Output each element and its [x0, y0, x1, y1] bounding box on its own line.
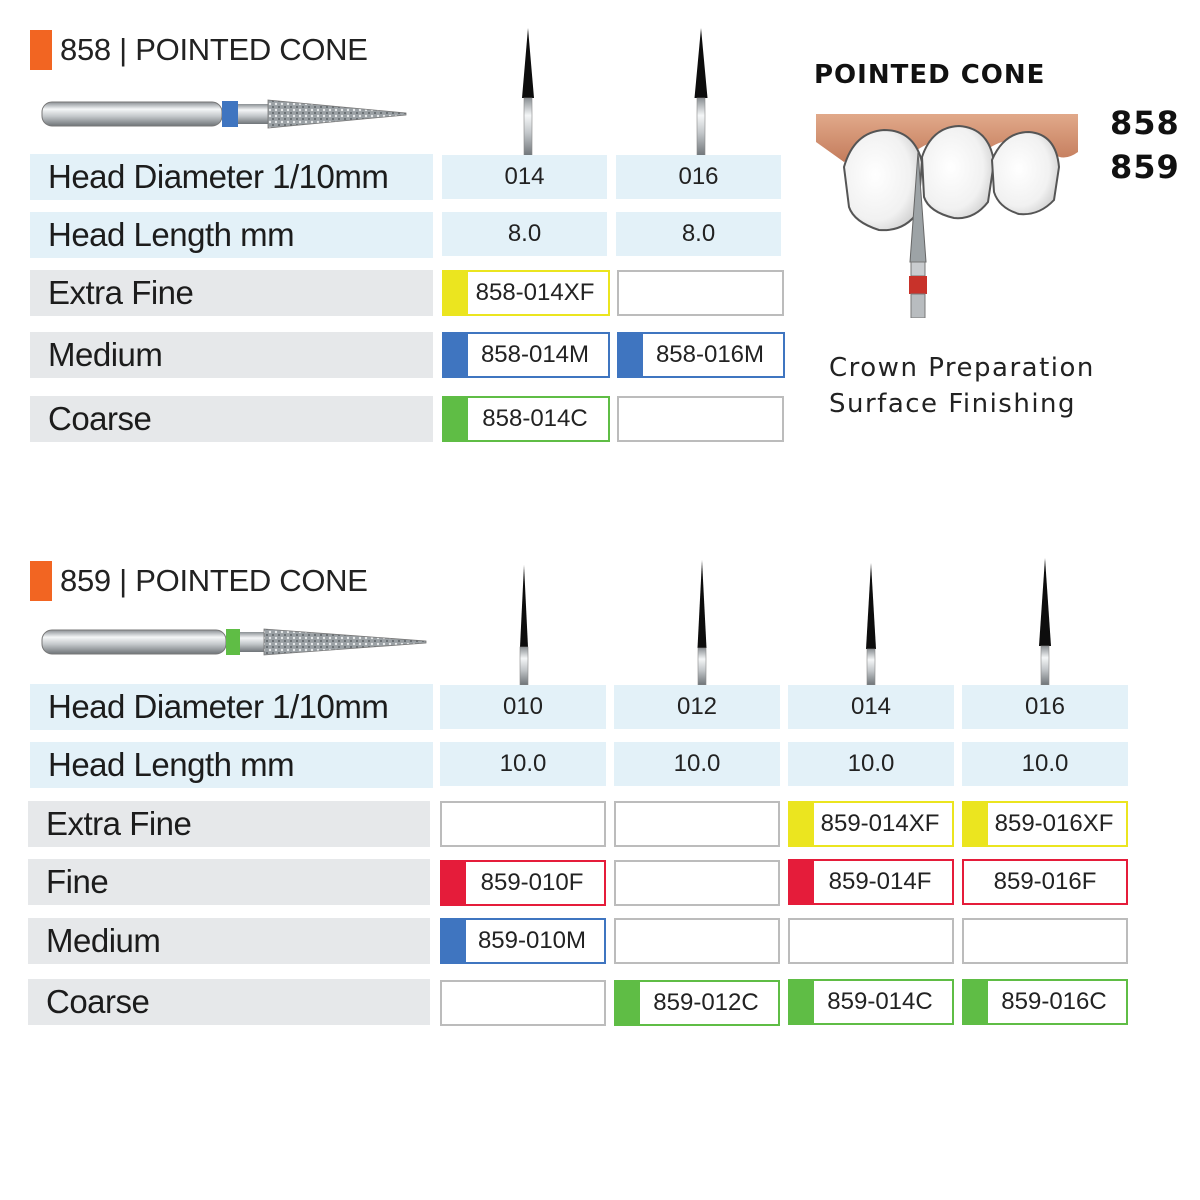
- bur-858-014-icon: [522, 28, 534, 156]
- code-858-014M[interactable]: 858-014M: [442, 332, 610, 378]
- label-fine: Fine: [28, 859, 430, 905]
- section-859-title: 859 | POINTED CONE: [60, 563, 368, 598]
- section-858-title: 858 | POINTED CONE: [60, 32, 368, 67]
- label-medium: Medium: [30, 332, 433, 378]
- code-858-014XF[interactable]: 858-014XF: [442, 270, 610, 316]
- green-swatch: [790, 981, 814, 1023]
- label-extra-fine: Extra Fine: [28, 801, 430, 847]
- code-859-016C[interactable]: 859-016C: [962, 979, 1128, 1025]
- diameter-858-014: 014: [442, 155, 607, 199]
- label-coarse: Coarse: [30, 396, 433, 442]
- code-858-016XF-empty: [617, 270, 784, 316]
- code-859-010F[interactable]: 859-010F: [440, 860, 606, 906]
- code-858-014C[interactable]: 858-014C: [442, 396, 610, 442]
- length-858-014: 8.0: [442, 212, 607, 256]
- green-swatch: [616, 982, 640, 1024]
- illustration-number-858: 858: [1110, 104, 1180, 142]
- code-858-016C-empty: [617, 396, 784, 442]
- illustration-uses: Crown Preparation Surface Finishing: [829, 350, 1095, 422]
- label-coarse: Coarse: [28, 979, 430, 1025]
- length-859-016: 10.0: [962, 742, 1128, 786]
- code-859-010M[interactable]: 859-010M: [440, 918, 606, 964]
- green-swatch: [444, 398, 468, 440]
- code-859-014M-empty: [788, 918, 954, 964]
- blue-swatch: [619, 334, 643, 376]
- code-859-014C[interactable]: 859-014C: [788, 979, 954, 1025]
- code-859-010XF-empty: [440, 801, 606, 847]
- length-859-010: 10.0: [440, 742, 606, 786]
- green-swatch: [964, 981, 988, 1023]
- label-head-length: Head Length mm: [30, 212, 433, 258]
- length-859-014: 10.0: [788, 742, 954, 786]
- label-extra-fine: Extra Fine: [30, 270, 433, 316]
- yellow-swatch: [790, 803, 814, 845]
- code-859-012C[interactable]: 859-012C: [614, 980, 780, 1026]
- diameter-859-014: 014: [788, 685, 954, 729]
- orange-marker: [30, 30, 52, 70]
- bur-858-icon: [41, 99, 407, 129]
- bur-859-010-icon: [519, 565, 529, 685]
- bur-858-016-icon: [694, 28, 708, 156]
- tooth-preparation-illustration-icon: [816, 114, 1078, 318]
- yellow-swatch: [964, 803, 988, 845]
- bur-859-icon: [41, 628, 427, 656]
- label-medium: Medium: [28, 918, 430, 964]
- label-head-diameter: Head Diameter 1/10mm: [30, 684, 433, 730]
- use-surface-finishing: Surface Finishing: [829, 389, 1077, 419]
- code-859-016M-empty: [962, 918, 1128, 964]
- bur-859-014-icon: [866, 563, 876, 685]
- code-859-012M-empty: [614, 918, 780, 964]
- code-859-010C-empty: [440, 980, 606, 1026]
- illustration-title: POINTED CONE: [814, 60, 1046, 90]
- red-swatch: [442, 862, 466, 904]
- code-859-012XF-empty: [614, 801, 780, 847]
- diameter-858-016: 016: [616, 155, 781, 199]
- code-858-016M[interactable]: 858-016M: [617, 332, 785, 378]
- label-head-length: Head Length mm: [30, 742, 433, 788]
- use-crown-preparation: Crown Preparation: [829, 353, 1095, 383]
- code-859-014F[interactable]: 859-014F: [788, 859, 954, 905]
- bur-859-016-icon: [1039, 558, 1051, 685]
- orange-marker: [30, 561, 52, 601]
- code-859-016F[interactable]: 859-016F: [962, 859, 1128, 905]
- diameter-859-016: 016: [962, 685, 1128, 729]
- length-859-012: 10.0: [614, 742, 780, 786]
- diameter-859-010: 010: [440, 685, 606, 729]
- blue-swatch: [444, 334, 468, 376]
- code-859-016XF[interactable]: 859-016XF: [962, 801, 1128, 847]
- bur-859-012-icon: [697, 560, 707, 685]
- length-858-016: 8.0: [616, 212, 781, 256]
- blue-swatch: [442, 920, 466, 962]
- diameter-859-012: 012: [614, 685, 780, 729]
- code-859-012F-empty: [614, 860, 780, 906]
- illustration-number-859: 859: [1110, 148, 1180, 186]
- code-859-014XF[interactable]: 859-014XF: [788, 801, 954, 847]
- yellow-swatch: [444, 272, 468, 314]
- red-swatch: [790, 861, 814, 903]
- label-head-diameter: Head Diameter 1/10mm: [30, 154, 433, 200]
